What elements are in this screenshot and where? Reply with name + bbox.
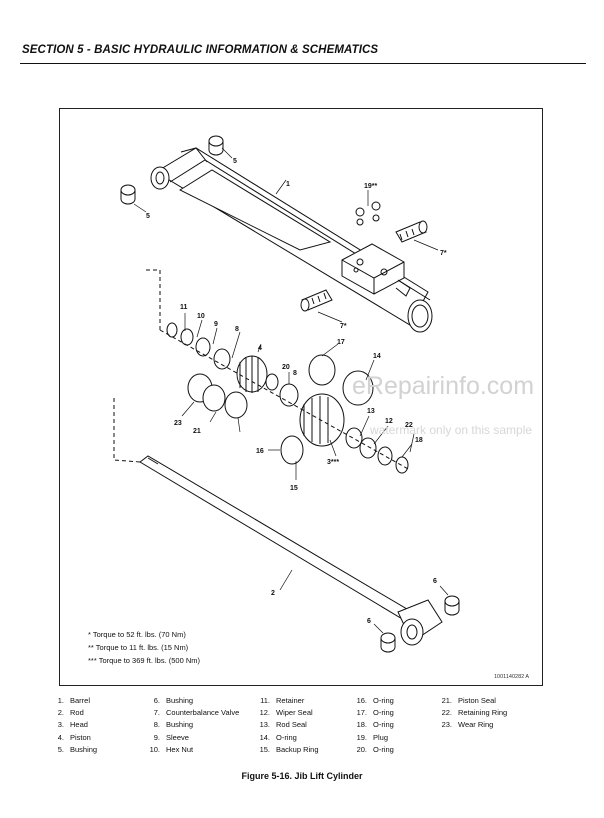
legend-item: 16.O-ring xyxy=(356,696,394,705)
cartridge-valve-upper xyxy=(395,220,428,243)
explode-axis-lines xyxy=(113,269,411,471)
legend-item: 19.Plug xyxy=(356,732,389,742)
legend-item: 23.Wear Ring xyxy=(441,720,494,730)
callout-7b: 7* xyxy=(340,323,347,330)
torque-notes: * Torque to 52 ft. lbs. (70 Nm) ** Torqu… xyxy=(88,628,200,667)
callout-17: 17 xyxy=(337,339,345,346)
drawing-number: 1001140282 A xyxy=(494,674,530,680)
valve-block-part xyxy=(341,243,411,297)
plug-parts xyxy=(355,201,381,226)
callout-1: 1 xyxy=(286,181,290,188)
legend-column-4: 16.O-ring 17.O-ring 18.O-ring 19.Plug 20… xyxy=(347,695,394,756)
figure-frame xyxy=(59,108,543,686)
legend-column-5: 21.Piston Seal 22.Retaining Ring 23.Wear… xyxy=(432,695,508,732)
seal-parts xyxy=(166,322,409,474)
legend-item: 18.O-ring xyxy=(356,720,394,730)
bushing-parts-5 xyxy=(120,135,224,205)
legend-item: 22.Retaining Ring xyxy=(441,708,508,718)
header-rule xyxy=(20,63,586,64)
callout-11: 11 xyxy=(180,304,188,311)
bushing-parts-6 xyxy=(380,595,460,653)
callout-8a: 8 xyxy=(235,326,239,333)
torque-note: * Torque to 52 ft. lbs. (70 Nm) xyxy=(88,630,186,639)
callout-21: 21 xyxy=(193,428,201,435)
legend-column-2: 6.Bushing 7.Counterbalance Valve 8.Bushi… xyxy=(140,695,240,756)
leader-lines xyxy=(133,147,449,634)
legend-column-3: 11.Retainer 12.Wiper Seal 13.Rod Seal 14… xyxy=(250,695,319,756)
callout-18: 18 xyxy=(415,437,423,444)
callout-20: 20 xyxy=(282,364,290,371)
callout-12: 12 xyxy=(385,418,393,425)
callout-5b: 5 xyxy=(146,213,150,220)
torque-note: *** Torque to 369 ft. lbs. (500 Nm) xyxy=(88,656,201,665)
callout-16: 16 xyxy=(256,448,264,455)
callout-22: 22 xyxy=(405,422,413,429)
legend-item: 1.Barrel xyxy=(57,696,91,705)
callout-6b: 6 xyxy=(367,618,371,625)
callout-9: 9 xyxy=(214,321,218,328)
cartridge-valve-lower xyxy=(300,289,333,312)
watermark-sub: watermark only on this sample xyxy=(370,423,533,437)
legend-item: 2.Rod xyxy=(57,708,84,718)
legend-item: 4.Piston xyxy=(57,732,91,742)
legend-item: 21.Piston Seal xyxy=(441,696,496,705)
legend-item: 10.Hex Nut xyxy=(149,744,194,754)
callout-14: 14 xyxy=(373,353,381,360)
torque-note: ** Torque to 11 ft. lbs. (15 Nm) xyxy=(88,643,189,652)
legend-item: 7.Counterbalance Valve xyxy=(153,708,240,718)
callout-10: 10 xyxy=(197,313,205,320)
legend-item: 13.Rod Seal xyxy=(259,720,307,730)
watermark-main: eRepairinfo.com xyxy=(352,372,535,400)
callout-4: 4 xyxy=(258,345,262,352)
callout-13: 13 xyxy=(367,408,375,415)
callout-3: 3*** xyxy=(327,459,339,466)
legend-item: 8.Bushing xyxy=(153,720,194,730)
legend-item: 15.Backup Ring xyxy=(259,744,319,754)
legend-item: 6.Bushing xyxy=(153,696,194,705)
legend-item: 17.O-ring xyxy=(356,708,394,718)
legend-item: 5.Bushing xyxy=(57,744,98,754)
callout-6a: 6 xyxy=(433,578,437,585)
callout-23: 23 xyxy=(174,420,182,427)
callout-8b: 8 xyxy=(293,370,297,377)
rod-part xyxy=(139,455,443,646)
legend-item: 11.Retainer xyxy=(260,696,305,705)
legend-item: 14.O-ring xyxy=(259,732,297,742)
legend-item: 9.Sleeve xyxy=(153,732,189,742)
legend-item: 20.O-ring xyxy=(356,744,394,754)
callout-7a: 7* xyxy=(440,250,447,257)
callout-5a: 5 xyxy=(233,158,237,165)
legend-column-1: 1.Barrel 2.Rod 3.Head 4.Piston 5.Bushing xyxy=(44,695,97,756)
legend-item: 12.Wiper Seal xyxy=(259,708,313,718)
callout-19: 19** xyxy=(364,183,378,190)
callout-15: 15 xyxy=(290,485,298,492)
legend-item: 3.Head xyxy=(57,720,88,730)
figure-caption: Figure 5-16. Jib Lift Cylinder xyxy=(241,771,363,781)
barrel-part xyxy=(150,147,433,333)
section-header: SECTION 5 - BASIC HYDRAULIC INFORMATION … xyxy=(22,44,379,56)
callout-2: 2 xyxy=(271,590,275,597)
